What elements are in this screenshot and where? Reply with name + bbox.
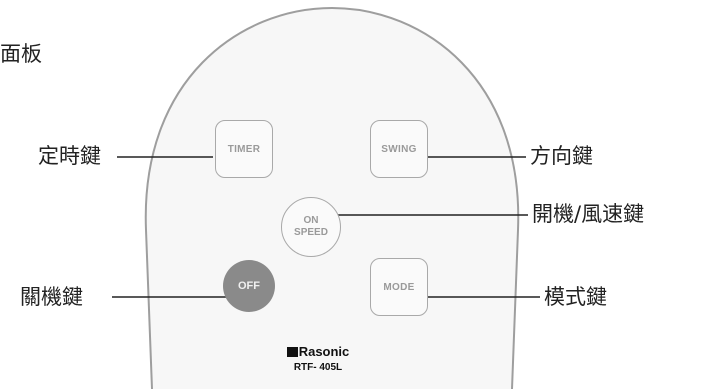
off-button[interactable]: OFF: [223, 260, 275, 312]
swing-button-label: SWING: [381, 143, 417, 155]
on-speed-callout: 開機/風速鍵: [532, 202, 645, 226]
timer-button[interactable]: TIMER: [215, 120, 273, 178]
off-callout: 關機鍵: [20, 285, 83, 309]
timer-button-label: TIMER: [227, 143, 261, 155]
mode-button-label: MODE: [383, 281, 415, 293]
brand-logo-icon: [286, 347, 298, 357]
speed-button-label: SPEED: [294, 227, 328, 238]
swing-button[interactable]: SWING: [370, 120, 428, 178]
panel-heading: 面板: [0, 42, 42, 66]
model-number: RTF- 405L: [293, 362, 343, 373]
brand-logo: Rasonic: [278, 344, 358, 359]
swing-callout: 方向鍵: [530, 144, 593, 168]
off-button-label: OFF: [238, 280, 260, 292]
on-button-label: ON: [303, 215, 319, 226]
brand-name: Rasonic: [298, 344, 350, 359]
mode-button[interactable]: MODE: [370, 258, 428, 316]
mode-callout: 模式鍵: [544, 285, 607, 309]
on-speed-button[interactable]: ON SPEED: [281, 197, 341, 257]
timer-callout: 定時鍵: [38, 144, 101, 168]
remote-body-outline: [144, 6, 520, 389]
